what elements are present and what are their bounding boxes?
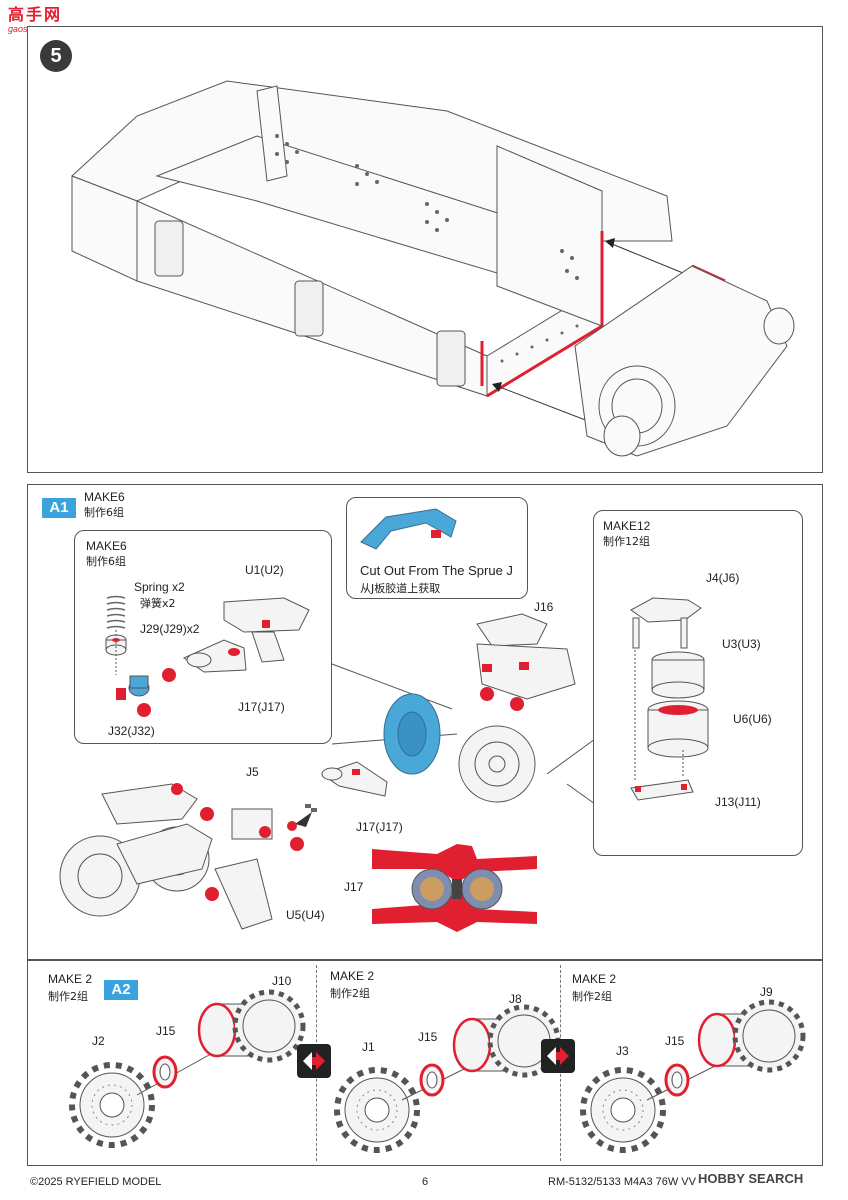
- a2-col2-make-cn: 制作2组: [330, 987, 370, 1000]
- spring-label: Spring x2: [134, 580, 185, 594]
- step5-number-badge: 5: [40, 40, 72, 72]
- a2-col3-make-en: MAKE 2: [572, 972, 617, 986]
- footer-brand-watermark: HOBBY SEARCH: [696, 1171, 806, 1186]
- part-label-j29: J29(J29)x2: [140, 622, 200, 636]
- part-label-j17-center: J17(J17): [356, 820, 403, 834]
- a1-sub2-make-en: MAKE12: [603, 519, 651, 533]
- a2-col1-part-c: J2: [92, 1034, 105, 1048]
- sprocket-assembly-drawing: [27, 960, 823, 1166]
- a2-col1-make-cn: 制作2组: [48, 990, 88, 1003]
- a2-col3-part-b: J15: [665, 1034, 685, 1048]
- hull-chassis-illustration: [71, 80, 795, 457]
- part-label-j17-sub: J17(J17): [238, 700, 285, 714]
- step5-number: 5: [50, 45, 62, 67]
- a2-col1-part-a: J10: [272, 974, 292, 988]
- a1-make-cn: 制作6组: [84, 506, 124, 519]
- a1-sub2-make-cn: 制作12组: [603, 535, 650, 548]
- part-label-j4: J4(J6): [706, 571, 740, 585]
- j16-sprue-drawing: [360, 508, 457, 550]
- sub1-assembly-drawing: [105, 595, 310, 717]
- part-label-j17-detail: J17: [344, 880, 364, 894]
- part-label-j16: J16: [534, 600, 554, 614]
- part-label-j13: J13(J11): [715, 795, 761, 809]
- a2-col2-make-en: MAKE 2: [330, 969, 375, 983]
- footer-page-number: 6: [422, 1176, 429, 1188]
- part-label-u3: U3(U3): [722, 637, 761, 651]
- footer-product: RM-5132/5133 M4A3 76W VVSS: [548, 1176, 711, 1188]
- a1-sub1-make-en: MAKE6: [86, 539, 127, 553]
- a2-col3-part-c: J3: [616, 1044, 629, 1058]
- spring-label-cn: 弹簧x2: [140, 597, 176, 610]
- a2-col1-part-b: J15: [156, 1024, 176, 1038]
- a2-col2-part-b: J15: [418, 1030, 438, 1044]
- bogie-assembly-drawing: [59, 613, 596, 932]
- a1-tag: A1: [42, 498, 76, 518]
- part-label-j5: J5: [246, 765, 259, 779]
- a2-col2-part-c: J1: [362, 1040, 375, 1054]
- footer-copyright: ©2025 RYEFIELD MODEL: [30, 1176, 162, 1188]
- a2-tag: A2: [104, 980, 138, 1000]
- sprue-note-cn: 从J板胶道上获取: [360, 582, 441, 595]
- part-label-u1: U1(U2): [245, 563, 284, 577]
- a2-col1-make-en: MAKE 2: [48, 972, 93, 986]
- a2-col3-make-cn: 制作2组: [572, 990, 612, 1003]
- a2-col3-part-a: J9: [760, 985, 773, 999]
- part-label-j32: J32(J32): [108, 724, 155, 738]
- a1-sub1-make-cn: 制作6组: [86, 555, 126, 568]
- a1-sub2-box: [593, 510, 803, 856]
- sub2-assembly-drawing: [630, 597, 709, 801]
- sprue-note-en: Cut Out From The Sprue J: [360, 563, 513, 578]
- a1-make-en: MAKE6: [84, 490, 125, 504]
- part-label-u5: U5(U4): [286, 908, 325, 922]
- a2-col2-part-a: J8: [509, 992, 522, 1006]
- part-label-u6: U6(U6): [733, 712, 772, 726]
- watermark-top: 高手网: [8, 5, 63, 24]
